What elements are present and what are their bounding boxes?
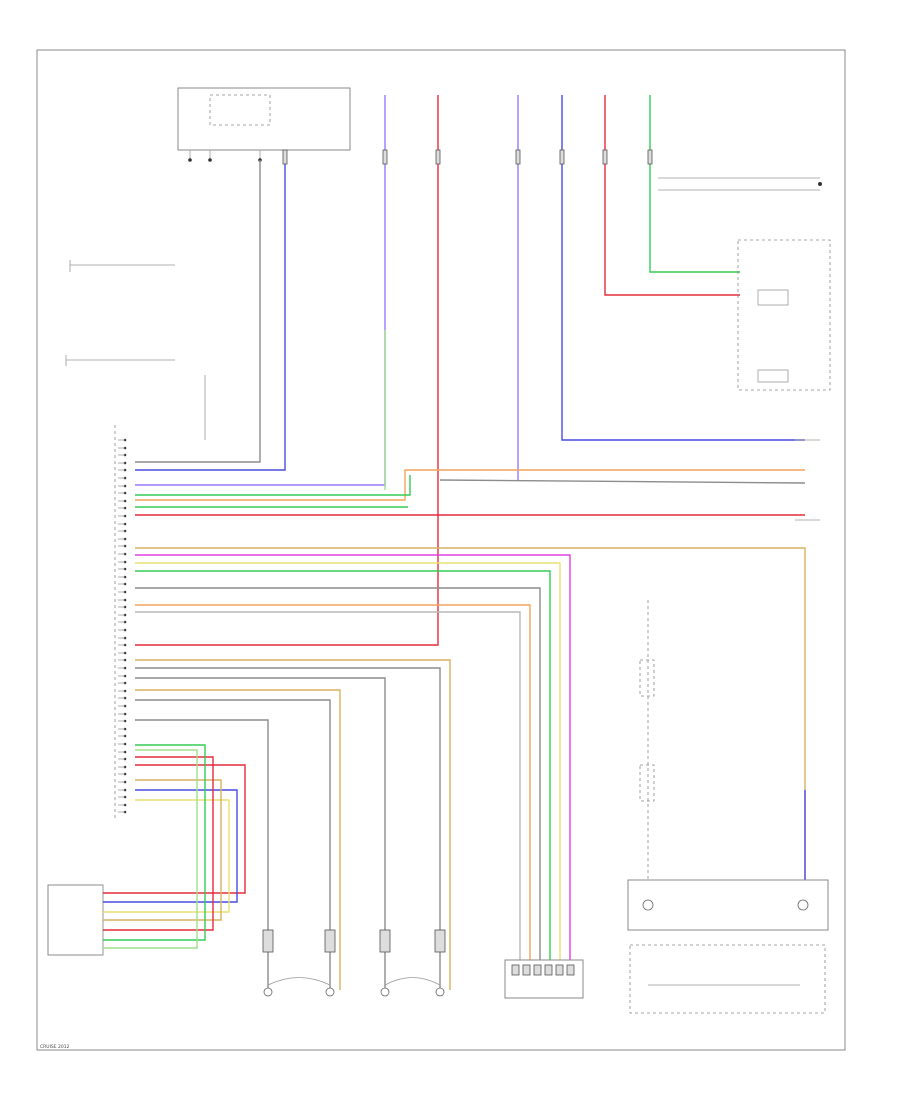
- wire-gray-s3: [135, 677, 386, 990]
- ecu-connector-pins: [118, 438, 127, 814]
- wire-gray-s1: [135, 719, 269, 990]
- wire-throttle: [103, 789, 238, 903]
- wire-green-dlc: [135, 570, 551, 960]
- wire-tan-s2: [135, 689, 341, 990]
- sensor-terminal: [380, 987, 390, 997]
- wire-magenta: [135, 554, 571, 960]
- stop-lamp-switch-group: [177, 87, 351, 162]
- wire-tan-s4: [135, 659, 451, 990]
- wire-blue-stop: [135, 150, 286, 471]
- wire-gray-s4: [135, 667, 441, 990]
- wire-throttle: [103, 779, 222, 921]
- wire-green-bus: [135, 475, 411, 496]
- dlc-pin: [511, 964, 520, 976]
- sensor-terminal: [325, 987, 335, 997]
- wire-gray-stop: [135, 160, 261, 463]
- wire-red-meter: [604, 95, 740, 296]
- wire-gray-s2: [135, 699, 331, 990]
- wire-orange-dlc: [135, 604, 531, 960]
- dlc-pin: [566, 964, 575, 976]
- top-connector: [382, 149, 388, 165]
- shield-loop: [384, 977, 441, 986]
- dlc-pin: [544, 964, 553, 976]
- wire-gray-dlc: [135, 587, 541, 960]
- sensor-connector: [379, 929, 391, 953]
- wire-throttle: [103, 744, 206, 941]
- shield-loop: [267, 977, 331, 986]
- wire-lgray-dlc: [135, 611, 521, 960]
- brake-light-switch: [795, 439, 820, 521]
- wire-throttle: [103, 799, 230, 913]
- top-connector: [282, 149, 288, 165]
- sensor-connector: [434, 929, 446, 953]
- top-connector: [515, 149, 521, 165]
- top-connector: [602, 149, 608, 165]
- top-terminals: [282, 149, 653, 165]
- sensor-connector: [324, 929, 336, 953]
- throttle-connector: [47, 884, 104, 956]
- combination-meter: [658, 177, 831, 391]
- top-connector: [559, 149, 565, 165]
- wire-throttle: [103, 749, 198, 949]
- sensor-connector: [262, 929, 274, 953]
- wire-orange-bus: [135, 469, 805, 501]
- wire-green-meter: [649, 95, 740, 273]
- top-connector: [647, 149, 653, 165]
- wire-throttle: [103, 764, 246, 894]
- top-connector: [435, 149, 441, 165]
- dlc-connector: [504, 959, 584, 999]
- sensor-terminal: [435, 987, 445, 997]
- spiral-cable: [639, 600, 655, 880]
- wire-harness: [103, 95, 806, 990]
- wire-gray-bus: [439, 479, 806, 484]
- dlc-pin: [533, 964, 542, 976]
- dlc-pin: [555, 964, 564, 976]
- wire-tan-long: [135, 547, 806, 880]
- cruise-control-switch: [627, 879, 829, 1014]
- dlc-pin: [522, 964, 531, 976]
- sensor-terminal: [263, 987, 273, 997]
- wire-blue-meter: [561, 95, 805, 441]
- diagram-frame: [36, 49, 846, 1051]
- footer-code: CRUISE 2012: [40, 1044, 70, 1050]
- wire-red-main: [135, 95, 439, 646]
- wire-yellow: [135, 562, 561, 960]
- left-sensor-group: [65, 260, 206, 440]
- wire-throttle: [103, 756, 214, 931]
- bottom-sensors: [262, 929, 575, 997]
